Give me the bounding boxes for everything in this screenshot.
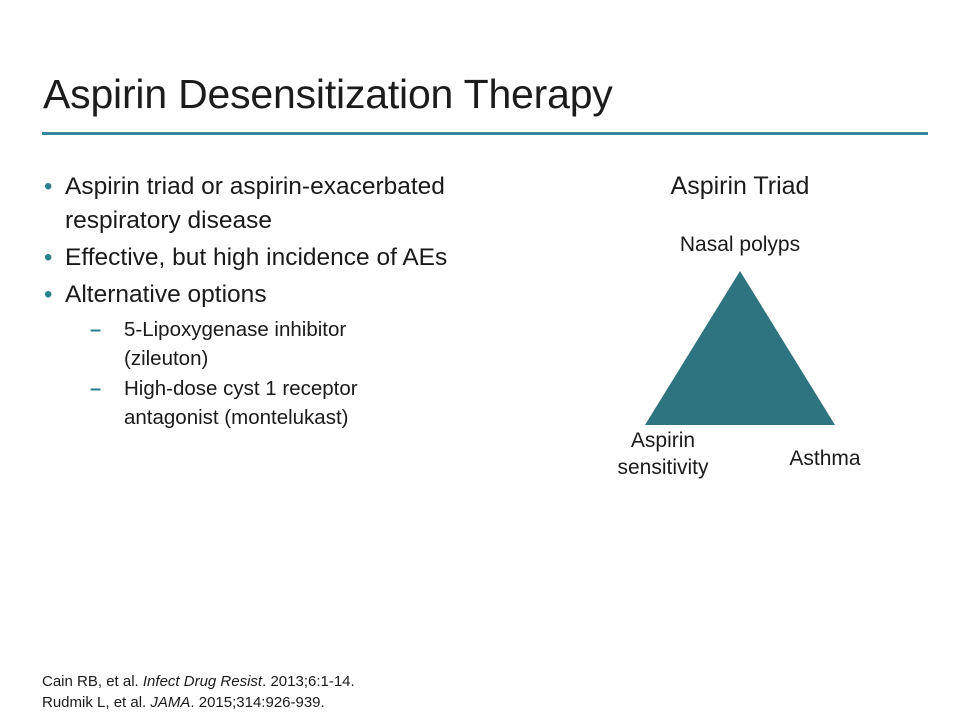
bullet-dot-icon: • [44,244,53,271]
bullet-list: • Aspirin triad or aspirin-exacerbated r… [40,170,560,433]
list-item: • Effective, but high incidence of AEs [40,241,560,275]
diagram-label-top: Nasal polyps [679,233,801,256]
bullet-dash-icon: – [90,319,102,341]
bullet-dot-icon: • [44,173,53,200]
list-item-label: Alternative options [65,281,267,308]
citation-line: Cain RB, et al. Infect Drug Resist. 2013… [42,671,642,692]
sub-list-item-label: 5-Lipoxygenase inhibitor (zileuton) [124,318,347,370]
citation-journal: JAMA [150,694,191,711]
list-item: • Aspirin triad or aspirin-exacerbated r… [40,170,560,238]
citation-journal: Infect Drug Resist [142,673,263,690]
citation-line: Rudmik L, et al. JAMA. 2015;314:926-939. [42,692,642,713]
list-item-label: Aspirin triad or aspirin-exacerbated res… [65,173,445,234]
citation-authors: Rudmik L, et al. [42,694,147,711]
sub-list-item-label: High-dose cyst 1 receptor antagonist (mo… [124,377,358,429]
sub-list-item: – 5-Lipoxygenase inhibitor (zileuton) [40,315,560,373]
citation-details: . 2015;314:926-939. [190,694,325,711]
page-title: Aspirin Desensitization Therapy [43,71,613,117]
sub-list-item: – High-dose cyst 1 receptor antagonist (… [40,374,560,432]
list-item-label: Effective, but high incidence of AEs [65,244,448,271]
diagram-label-bottom-right: Asthma [789,447,861,470]
bullet-dash-icon: – [90,378,102,400]
citation-authors: Cain RB, et al. [42,673,139,690]
list-item: • Alternative options [40,278,560,312]
title-divider [42,132,928,135]
diagram-label-bottom-left: Aspirin sensitivity [617,429,709,479]
aspirin-triad-diagram: Aspirin Triad Nasal polyps Aspirin sensi… [580,165,940,495]
triangle-shape [580,265,900,430]
citation-details: . 2013;6:1-14. [262,673,355,690]
triangle-icon [645,271,835,425]
citation-block: Cain RB, et al. Infect Drug Resist. 2013… [42,671,642,713]
diagram-title: Aspirin Triad [670,172,810,200]
bullet-dot-icon: • [44,281,53,308]
